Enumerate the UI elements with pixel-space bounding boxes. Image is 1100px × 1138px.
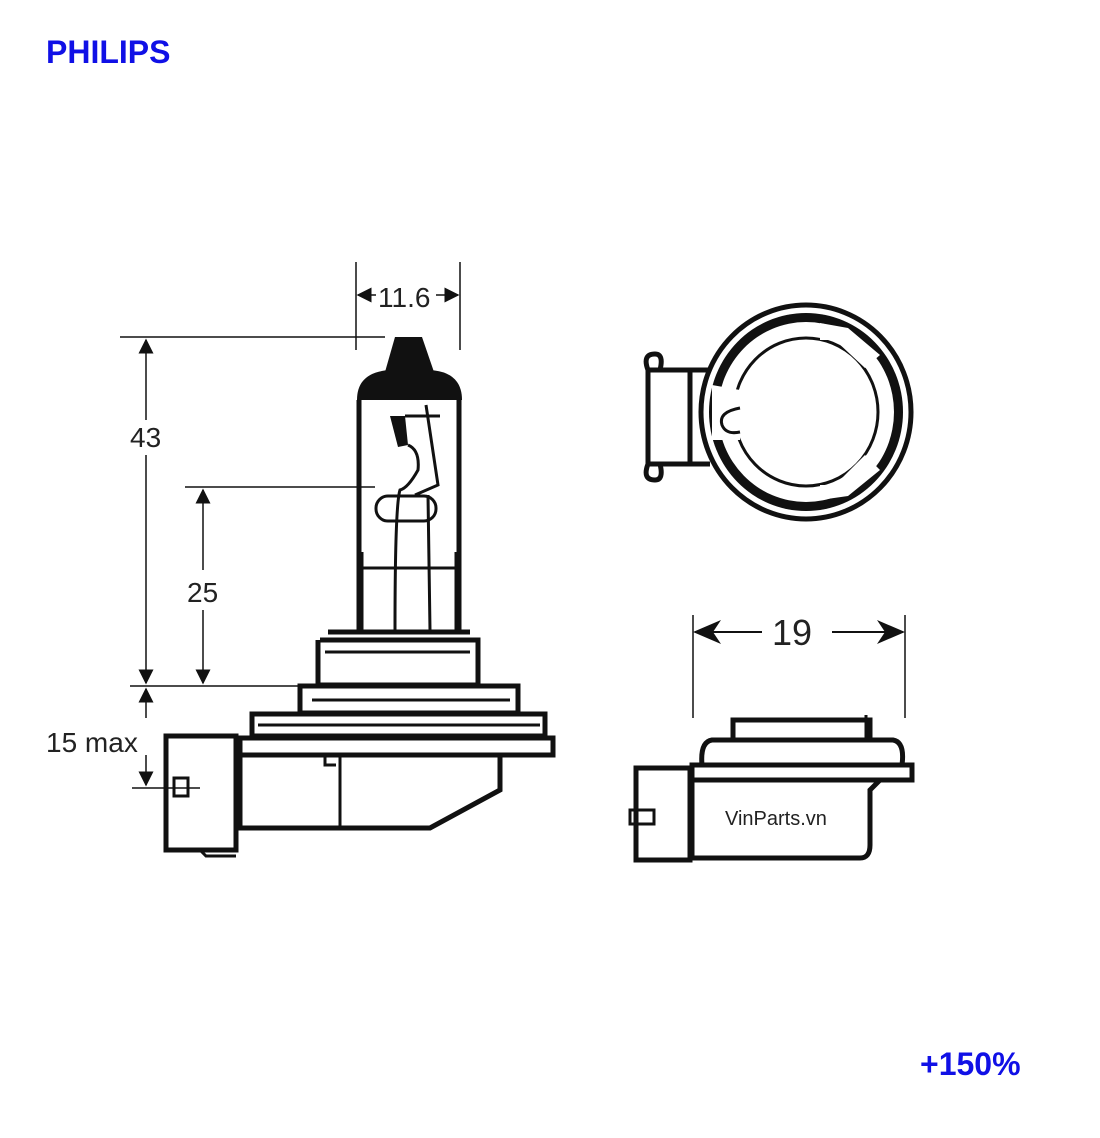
performance-badge: +150%: [920, 1046, 1021, 1082]
bulb-side-view: [163, 337, 556, 858]
watermark: VinParts.vn: [725, 808, 827, 830]
dimension-lines: [120, 262, 906, 789]
dim-flange-width: 19: [772, 612, 812, 653]
dim-light-center: 25: [187, 577, 218, 608]
dim-total-height: 43: [130, 422, 161, 453]
bulb-top-view: [643, 302, 914, 522]
dim-bulb-width: 11.6: [378, 282, 430, 313]
bulb-cap: [357, 370, 462, 400]
filament-shield: [390, 416, 408, 447]
dim-base-depth: 15 max: [46, 727, 138, 758]
brand-logo: PHILIPS: [46, 34, 171, 70]
bulb-tip: [385, 337, 434, 372]
bulb-front-view: [628, 715, 915, 863]
